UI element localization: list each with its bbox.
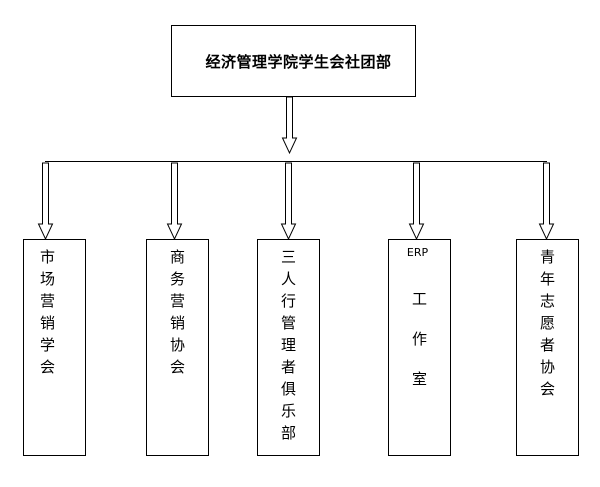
child-node-label: 工作室 — [411, 290, 427, 388]
child-node-marketing-society: 市场营销学会 — [23, 239, 86, 456]
child-node-youth-volunteers-association: 青年志愿者协会 — [516, 239, 579, 456]
child-node-label: 市场营销学会 — [39, 248, 55, 376]
branch-arrow-1 — [37, 162, 54, 241]
root-node-label: 经济管理学院学生会社团部 — [205, 52, 392, 71]
child-node-label: 青年志愿者协会 — [539, 248, 555, 398]
child-node-label-group: ERP 工作室 — [389, 246, 450, 399]
child-node-label: 商务营销协会 — [169, 248, 185, 376]
child-node-business-marketing-association: 商务营销协会 — [146, 239, 209, 456]
branch-arrow-5 — [538, 162, 555, 241]
root-node: 经济管理学院学生会社团部 — [171, 25, 416, 97]
child-node-label-top: ERP — [406, 246, 429, 259]
root-down-arrow — [281, 96, 298, 155]
branch-arrow-4 — [408, 162, 425, 241]
child-node-erp-studio: ERP 工作室 — [388, 239, 451, 456]
child-node-label: 三人行管理者俱乐部 — [280, 248, 296, 442]
child-node-managers-club: 三人行管理者俱乐部 — [257, 239, 320, 456]
branch-arrow-2 — [166, 162, 183, 241]
branch-arrow-3 — [280, 162, 297, 241]
